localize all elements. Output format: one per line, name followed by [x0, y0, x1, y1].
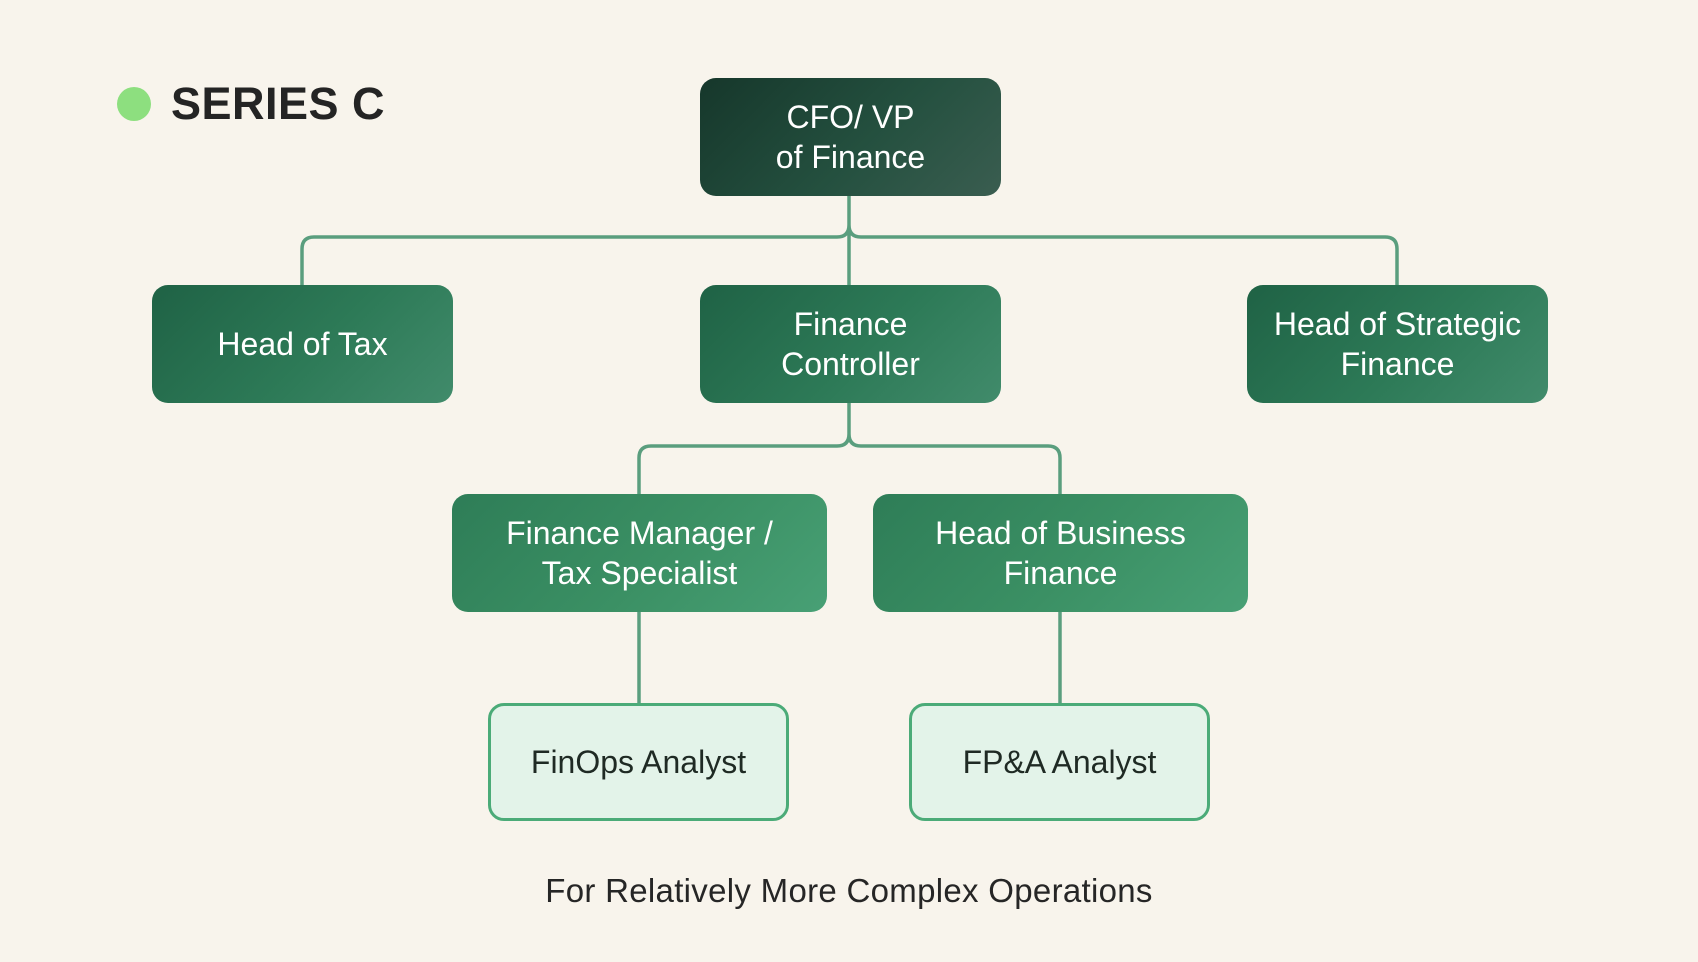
caption: For Relatively More Complex Operations [545, 872, 1153, 909]
connector-cfo-to-level2 [300, 196, 1399, 285]
node-fpa-analyst: FP&A Analyst [909, 703, 1210, 821]
series-label: SERIES C [171, 78, 386, 129]
node-cfo: CFO/ VP of Finance [700, 78, 1001, 196]
node-head-of-tax: Head of Tax [152, 285, 453, 403]
connector-controller-to-level3 [637, 402, 1062, 494]
node-finance-controller: Finance Controller [700, 285, 1001, 403]
node-head-of-strategic-finance: Head of Strategic Finance [1247, 285, 1548, 403]
node-finance-manager: Finance Manager / Tax Specialist [452, 494, 827, 612]
node-finops-analyst: FinOps Analyst [488, 703, 789, 821]
series-badge: SERIES C [117, 78, 385, 130]
node-head-of-business-finance: Head of Business Finance [873, 494, 1248, 612]
status-dot-icon [117, 87, 151, 121]
